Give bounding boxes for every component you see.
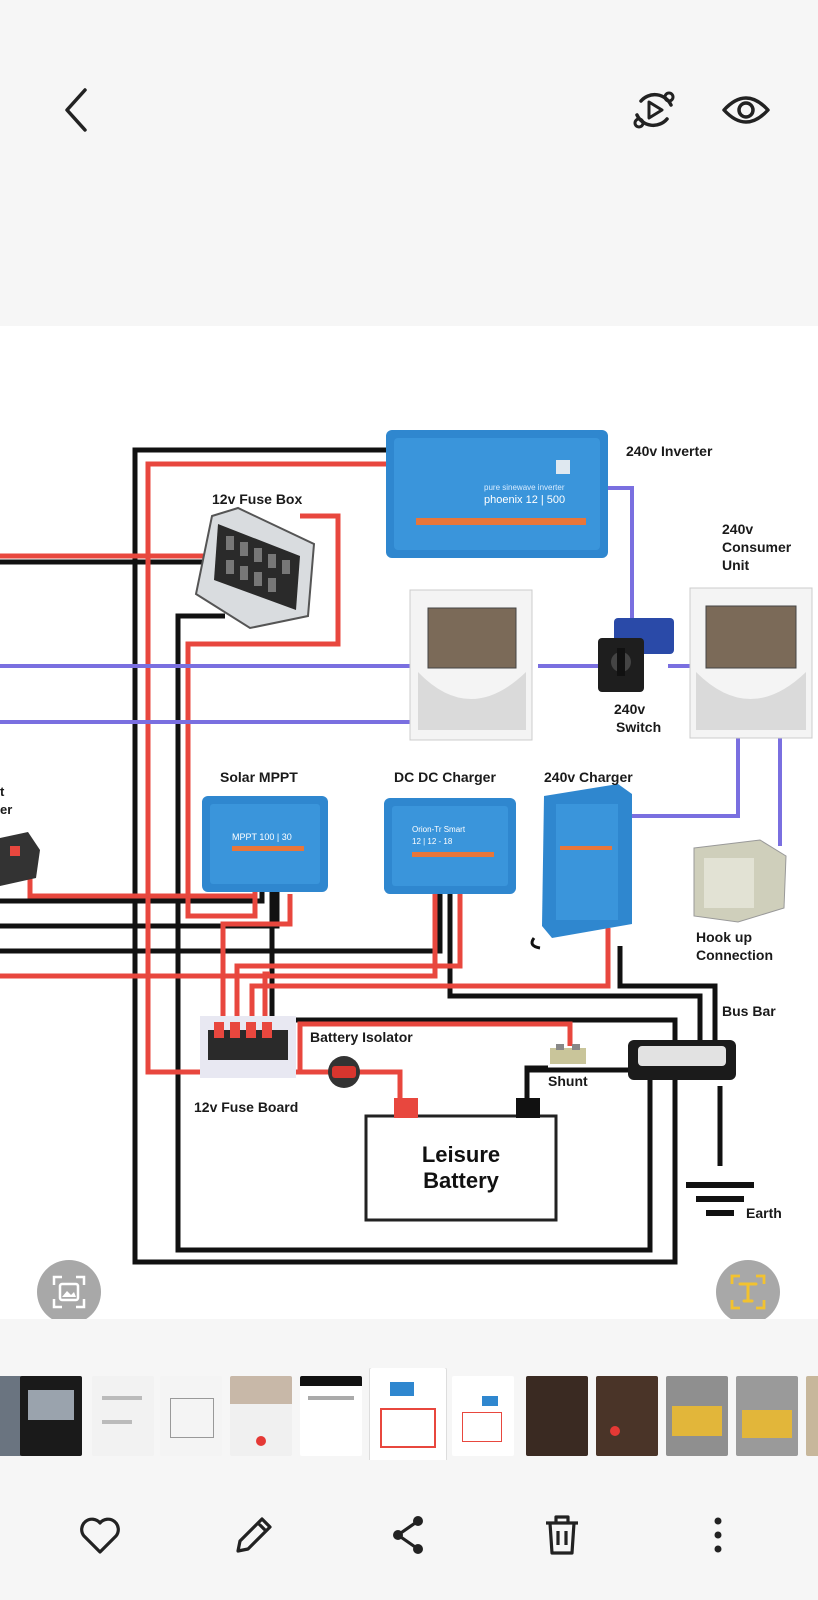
inverter-sub-text: pure sinewave inverter bbox=[484, 483, 565, 492]
play-remaster-icon bbox=[633, 91, 675, 129]
thumbnail[interactable] bbox=[526, 1376, 588, 1456]
trash-icon bbox=[546, 1515, 578, 1555]
image-viewer[interactable]: pure sinewave inverter phoenix 12 | 500 … bbox=[0, 326, 818, 1319]
bus-bar-label: Bus Bar bbox=[722, 1003, 776, 1019]
inverter-device: pure sinewave inverter phoenix 12 | 500 bbox=[386, 430, 608, 558]
dcdc-charger-label: DC DC Charger bbox=[394, 769, 496, 785]
partial-label-2: er bbox=[0, 802, 12, 817]
shunt-device bbox=[550, 1044, 586, 1064]
top-toolbar bbox=[0, 0, 818, 326]
charger-label: 240v Charger bbox=[544, 769, 633, 785]
fuse-box-label: 12v Fuse Box bbox=[212, 491, 302, 507]
image-scan-button[interactable] bbox=[37, 1260, 101, 1319]
consumer-unit-left bbox=[409, 589, 533, 741]
partial-device-left bbox=[0, 832, 40, 886]
inverter-model-text: phoenix 12 | 500 bbox=[484, 494, 565, 506]
view-button[interactable] bbox=[716, 82, 776, 138]
dcdc-model-text: Orion-Tr Smart bbox=[412, 825, 466, 834]
solar-mppt-label: Solar MPPT bbox=[220, 769, 298, 785]
bus-bar-device bbox=[628, 1040, 736, 1080]
hookup-label-2: Connection bbox=[696, 947, 773, 963]
more-vertical-icon bbox=[714, 1517, 722, 1553]
text-extract-button[interactable] bbox=[716, 1260, 780, 1319]
solar-mppt-device: MPPT 100 | 30 bbox=[202, 796, 328, 892]
thumbnail[interactable] bbox=[736, 1376, 798, 1456]
thumbnail[interactable] bbox=[300, 1376, 362, 1456]
consumer-unit-label-1: 240v bbox=[722, 521, 753, 537]
thumbnail[interactable] bbox=[92, 1376, 154, 1456]
wiring-diagram: pure sinewave inverter phoenix 12 | 500 … bbox=[0, 430, 813, 1265]
more-button[interactable] bbox=[690, 1510, 746, 1560]
switch-label-1: 240v bbox=[614, 701, 645, 717]
back-button[interactable] bbox=[48, 82, 104, 138]
favorite-button[interactable] bbox=[72, 1510, 128, 1560]
consumer-unit-right bbox=[689, 587, 813, 739]
thumbnail-active[interactable] bbox=[370, 1368, 446, 1460]
solar-model-text: MPPT 100 | 30 bbox=[232, 832, 292, 842]
thumbnail[interactable] bbox=[806, 1376, 818, 1456]
dcdc-sub-text: 12 | 12 - 18 bbox=[412, 837, 453, 846]
battery-isolator-device bbox=[328, 1056, 360, 1088]
thumbnail[interactable] bbox=[160, 1376, 222, 1456]
fuse-box-device bbox=[194, 506, 316, 630]
consumer-unit-label-3: Unit bbox=[722, 557, 750, 573]
earth-label: Earth bbox=[746, 1205, 782, 1221]
chevron-left-icon bbox=[65, 88, 87, 132]
switch-label-2: Switch bbox=[616, 719, 661, 735]
dcdc-charger-device: Orion-Tr Smart 12 | 12 - 18 bbox=[384, 798, 516, 894]
thumbnail-strip[interactable] bbox=[0, 1368, 818, 1460]
edit-button[interactable] bbox=[226, 1510, 282, 1560]
earth-symbol bbox=[686, 1182, 754, 1216]
eye-icon bbox=[722, 96, 770, 124]
heart-icon bbox=[80, 1517, 120, 1554]
hookup-device bbox=[693, 839, 787, 923]
partial-label-1: t bbox=[0, 784, 5, 799]
battery-label-1: Leisure bbox=[422, 1142, 500, 1167]
thumbnail[interactable] bbox=[596, 1376, 658, 1456]
consumer-unit-label-2: Consumer bbox=[722, 539, 792, 555]
share-button[interactable] bbox=[380, 1510, 436, 1560]
thumbnail[interactable] bbox=[0, 1376, 22, 1456]
ac-charger-device bbox=[530, 784, 632, 950]
fuse-board-label: 12v Fuse Board bbox=[194, 1099, 298, 1115]
inverter-label: 240v Inverter bbox=[626, 443, 713, 459]
blue-wires bbox=[0, 486, 782, 846]
delete-button[interactable] bbox=[534, 1510, 590, 1560]
shunt-label: Shunt bbox=[548, 1073, 588, 1089]
thumbnail[interactable] bbox=[452, 1376, 514, 1456]
thumbnail[interactable] bbox=[20, 1376, 82, 1456]
image-scan-icon bbox=[52, 1275, 86, 1309]
thumbnail[interactable] bbox=[666, 1376, 728, 1456]
share-icon bbox=[393, 1516, 423, 1554]
thumbnail[interactable] bbox=[230, 1376, 292, 1456]
battery-isolator-label: Battery Isolator bbox=[310, 1029, 413, 1045]
text-extract-icon bbox=[730, 1274, 766, 1310]
hookup-label-1: Hook up bbox=[696, 929, 752, 945]
pencil-icon bbox=[236, 1517, 272, 1553]
leisure-battery bbox=[364, 1065, 558, 1222]
fuse-board-device bbox=[200, 1016, 296, 1078]
red-wires bbox=[0, 461, 611, 1116]
bottom-action-bar bbox=[0, 1490, 818, 1580]
battery-label-2: Battery bbox=[423, 1168, 500, 1193]
rotary-switch-device bbox=[598, 618, 674, 692]
remaster-button[interactable] bbox=[626, 82, 682, 138]
